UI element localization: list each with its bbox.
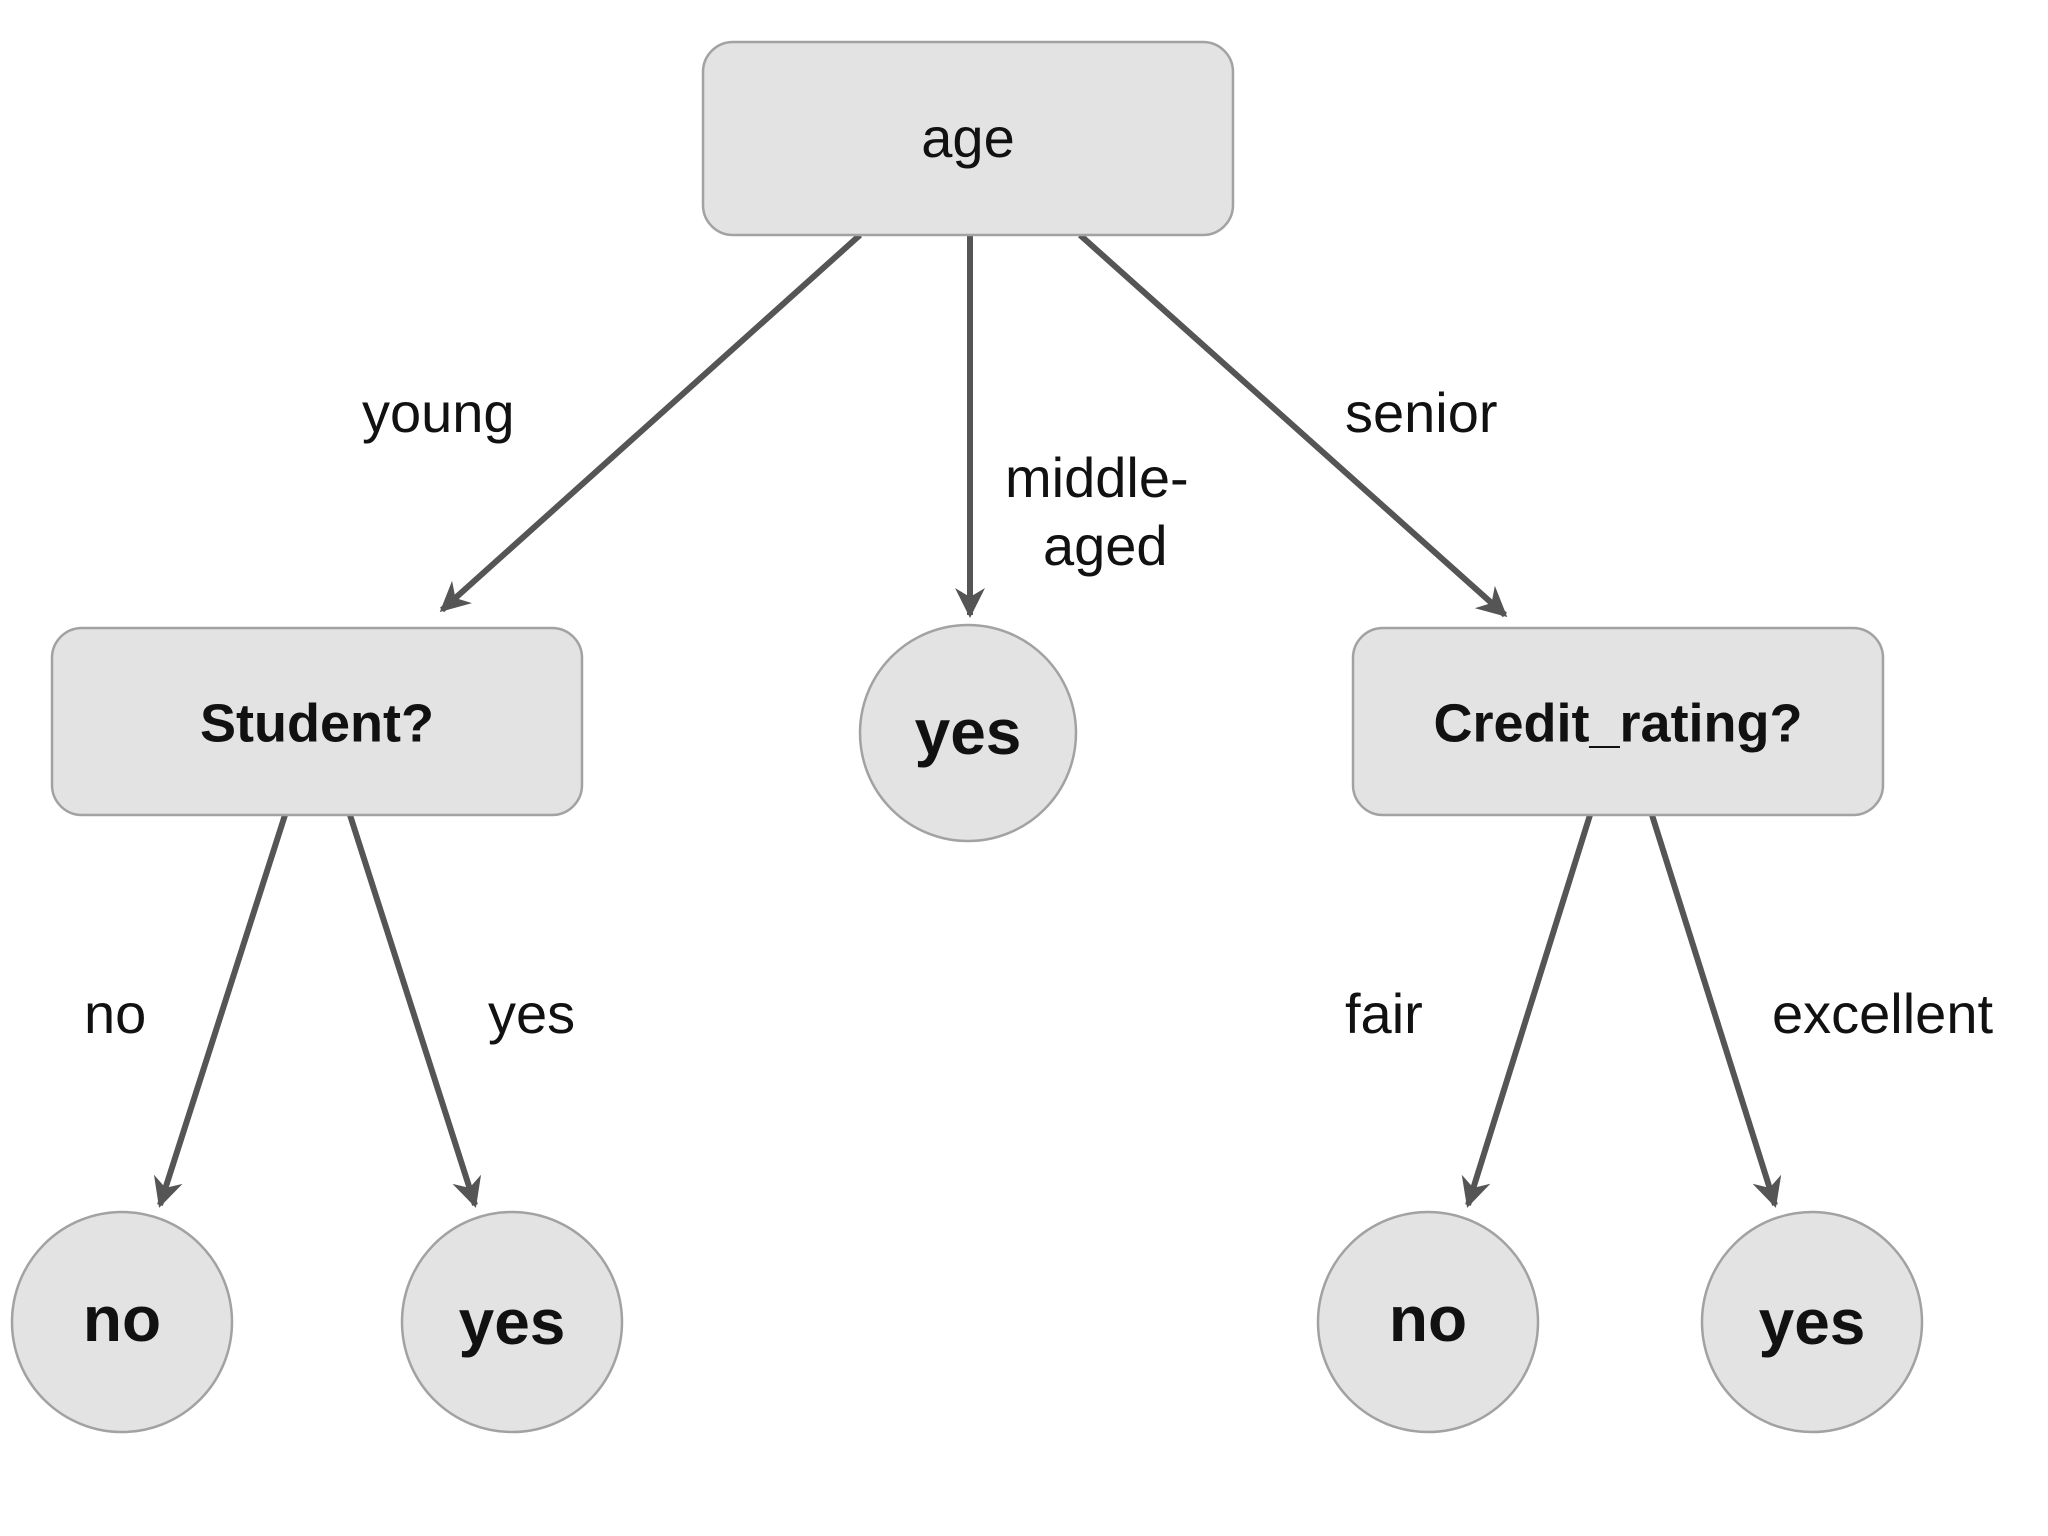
edge-student-to-yes [347, 814, 482, 1208]
edge-credit-to-yes [1649, 814, 1782, 1208]
edge-label-student-no: no [84, 982, 146, 1045]
credit-excellent-leaf-label: yes [1759, 1286, 1866, 1358]
edge-label-senior: senior [1345, 381, 1498, 444]
root-node-age: age [701, 40, 1235, 237]
edge-label-student-yes: yes [488, 982, 575, 1045]
decision-node-credit-rating: Credit_rating? [1351, 626, 1885, 817]
middle-aged-leaf-label: yes [915, 696, 1022, 768]
student-no-leaf-label: no [83, 1283, 161, 1355]
leaf-node-credit-fair-no: no [1316, 1210, 1540, 1434]
leaf-node-middle-aged-yes: yes [858, 623, 1078, 843]
credit-fair-leaf-label: no [1389, 1283, 1467, 1355]
credit-rating-node-label: Credit_rating? [1433, 693, 1802, 753]
edge-student-to-no [153, 814, 288, 1208]
student-yes-leaf-label: yes [459, 1286, 566, 1358]
edge-label-fair: fair [1345, 982, 1423, 1045]
root-node-label: age [921, 106, 1014, 169]
edge-label-middle-line1: middle- [1005, 446, 1189, 509]
edge-label-young: young [362, 381, 515, 444]
leaf-node-student-yes: yes [400, 1210, 624, 1434]
edge-credit-to-no [1461, 814, 1593, 1208]
edge-age-to-student [439, 232, 863, 613]
edge-label-middle-line2: aged [1043, 514, 1168, 577]
leaf-node-student-no: no [10, 1210, 234, 1434]
edge-age-to-credit [1078, 232, 1508, 618]
edge-label-excellent: excellent [1772, 982, 1993, 1045]
decision-node-student: Student? [50, 626, 584, 817]
student-node-label: Student? [200, 693, 434, 753]
leaf-node-credit-excellent-yes: yes [1700, 1210, 1924, 1434]
